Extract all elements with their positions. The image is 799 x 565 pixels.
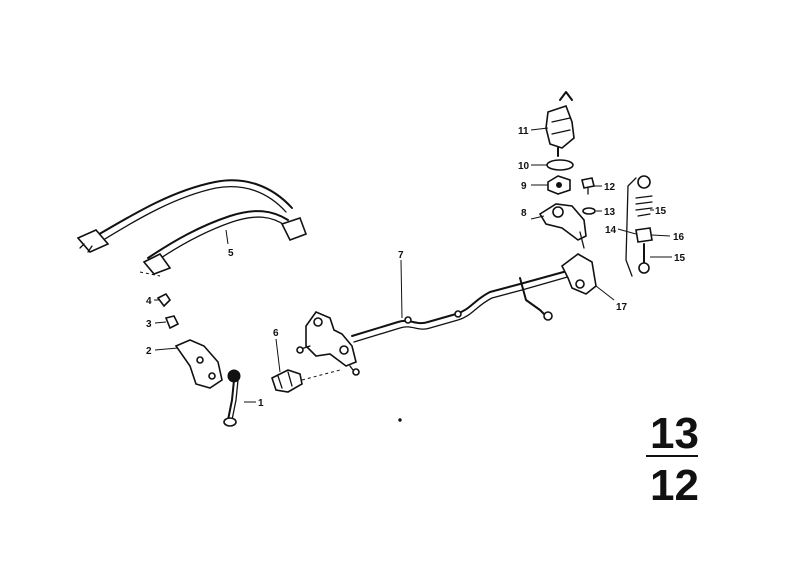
nut xyxy=(547,175,571,195)
callout-3: 3 xyxy=(146,319,152,330)
callout-10: 10 xyxy=(518,161,530,172)
callout-4: 4 xyxy=(146,296,152,307)
shift-rod xyxy=(351,267,579,343)
callout-7: 7 xyxy=(398,250,404,261)
switch xyxy=(545,91,575,157)
page-reference: 13 12 xyxy=(646,409,699,510)
callout-13: 13 xyxy=(604,207,616,218)
page-ref-bottom: 12 xyxy=(650,461,699,510)
clip-small xyxy=(156,292,180,330)
callout-9: 9 xyxy=(521,181,527,192)
lock-washer xyxy=(582,207,596,215)
callout-11: 11 xyxy=(518,126,529,137)
page-ref-top: 13 xyxy=(650,409,699,458)
bushing xyxy=(271,369,341,393)
callout-15-upper: 15 xyxy=(655,206,667,217)
callout-2: 2 xyxy=(146,346,152,357)
leader-lines xyxy=(154,127,672,403)
callout-15-lower: 15 xyxy=(674,253,686,264)
callout-labels: 1 2 3 4 5 6 7 8 9 10 11 12 13 14 15 16 1… xyxy=(146,126,686,409)
switch-bracket xyxy=(538,203,587,249)
lever xyxy=(223,369,241,427)
link-assembly xyxy=(625,175,653,277)
wiring-harness xyxy=(76,179,308,277)
callout-1: 1 xyxy=(258,398,264,409)
callout-6: 6 xyxy=(273,328,279,339)
rod-right-bracket xyxy=(519,253,597,321)
callout-16: 16 xyxy=(673,232,685,243)
callout-5: 5 xyxy=(228,248,234,259)
detail-dot xyxy=(398,418,402,422)
callout-12: 12 xyxy=(604,182,616,193)
bolt xyxy=(581,177,595,195)
callout-14: 14 xyxy=(605,225,617,236)
mounting-bracket xyxy=(174,339,223,389)
rod-left-bracket xyxy=(296,311,360,376)
callout-8: 8 xyxy=(521,208,527,219)
callout-17: 17 xyxy=(616,302,628,313)
washer xyxy=(546,159,574,171)
